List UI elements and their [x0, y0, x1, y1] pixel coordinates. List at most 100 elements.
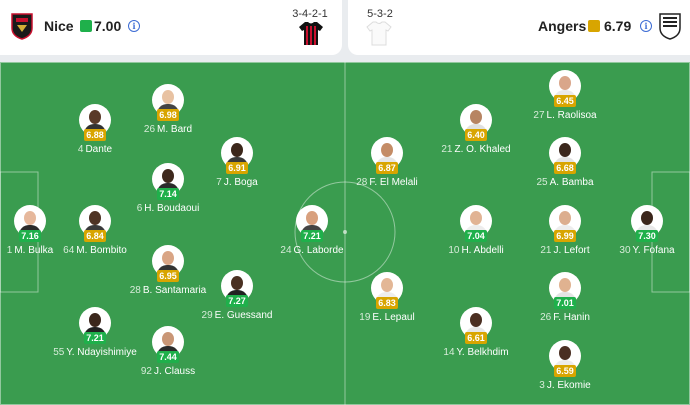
player-rating-badge: 6.68 [554, 162, 576, 174]
player-head-icon [559, 346, 571, 360]
player-number: 92 [140, 366, 152, 377]
player-head-icon [559, 211, 571, 225]
player-name: J. Ekomie [546, 380, 591, 391]
away-team-name: Angers [538, 18, 587, 34]
player-number: 6 [136, 203, 143, 214]
player-head-icon [381, 143, 393, 157]
player-number: 21 [540, 245, 552, 256]
player-name: Y. Fofana [632, 245, 675, 256]
player-rating-badge: 6.87 [376, 162, 398, 174]
player-number: 28 [356, 177, 368, 188]
home-team-name: Nice [44, 18, 74, 34]
player-rating-badge: 7.16 [19, 230, 41, 242]
player-rating-badge: 7.27 [226, 295, 248, 307]
away-team-card: 5-3-2 Angers 6.79 i [348, 0, 690, 55]
player-number: 4 [77, 144, 84, 155]
player-rating-badge: 7.30 [636, 230, 658, 242]
player-number: 26 [540, 312, 552, 323]
player-name: J. Boga [223, 177, 258, 188]
player-name: Y. Ndayishimiye [66, 347, 137, 358]
player-head-icon [559, 76, 571, 90]
player-number: 21 [441, 144, 453, 155]
player-rating-badge: 6.59 [554, 365, 576, 377]
player-head-icon [231, 276, 243, 290]
player-rating-badge: 6.61 [465, 332, 487, 344]
player-head-icon [231, 143, 243, 157]
player-head-icon [470, 110, 482, 124]
player-number: 27 [533, 110, 545, 121]
player-name: A. Bamba [549, 177, 594, 188]
player-number: 10 [448, 245, 460, 256]
player-name: F. Hanin [553, 312, 590, 323]
player-rating-badge: 6.88 [84, 129, 106, 141]
player-name: E. Guessand [214, 310, 273, 321]
player-number: 7 [216, 177, 222, 188]
player-name: H. Boudaoui [144, 203, 200, 214]
home-kit-icon [299, 22, 323, 45]
player-name: B. Santamaria [142, 285, 207, 296]
player-name: Dante [85, 144, 113, 155]
player-number: 29 [201, 310, 213, 321]
player-head-icon [24, 211, 36, 225]
player-number: 25 [536, 177, 548, 188]
player-head-icon [89, 110, 101, 124]
player-rating-badge: 6.84 [84, 230, 106, 242]
player-head-icon [381, 278, 393, 292]
away-kit-icon [366, 21, 392, 46]
player-head-icon [162, 90, 174, 104]
away-rating-indicator [588, 20, 600, 32]
away-team-rating: 6.79 [604, 18, 632, 34]
nice-crest-icon [11, 13, 33, 40]
player-number: 14 [443, 347, 455, 358]
player-name: Y. Belkhdim [456, 347, 509, 358]
player-number: 30 [619, 245, 631, 256]
player-name: L. Raolisoa [546, 110, 597, 121]
player-number: 24 [280, 245, 292, 256]
player-head-icon [470, 211, 482, 225]
player-rating-badge: 6.91 [226, 162, 248, 174]
away-info-icon[interactable]: i [640, 20, 652, 32]
home-rating-indicator [80, 20, 92, 32]
player-rating-badge: 7.01 [554, 297, 576, 309]
player-rating-badge: 6.45 [554, 95, 576, 107]
player-rating-badge: 7.04 [465, 230, 487, 242]
player-head-icon [641, 211, 653, 225]
player-name: J. Clauss [154, 366, 196, 377]
angers-crest-icon [659, 13, 681, 40]
player-rating-badge: 6.98 [157, 109, 179, 121]
player-number: 55 [53, 347, 65, 358]
player-name: M. Bulka [14, 245, 54, 256]
player-rating-badge: 6.95 [157, 270, 179, 282]
player-name: J. Lefort [553, 245, 590, 256]
player-rating-badge: 7.21 [301, 230, 323, 242]
player-rating-badge: 6.99 [554, 230, 576, 242]
home-team-rating: 7.00 [94, 18, 122, 34]
player-name: H. Abdelli [461, 245, 504, 256]
player-number: 19 [359, 312, 371, 323]
player-rating-badge: 6.83 [376, 297, 398, 309]
player-rating-badge: 7.44 [157, 351, 179, 363]
home-formation: 3-4-2-1 [292, 8, 328, 20]
player-number: 26 [143, 124, 156, 135]
player-head-icon [89, 211, 101, 225]
home-info-icon[interactable]: i [128, 20, 140, 32]
player-name: F. El Melali [369, 177, 418, 188]
player-head-icon [306, 211, 318, 225]
player-name: Z. O. Khaled [454, 144, 511, 155]
